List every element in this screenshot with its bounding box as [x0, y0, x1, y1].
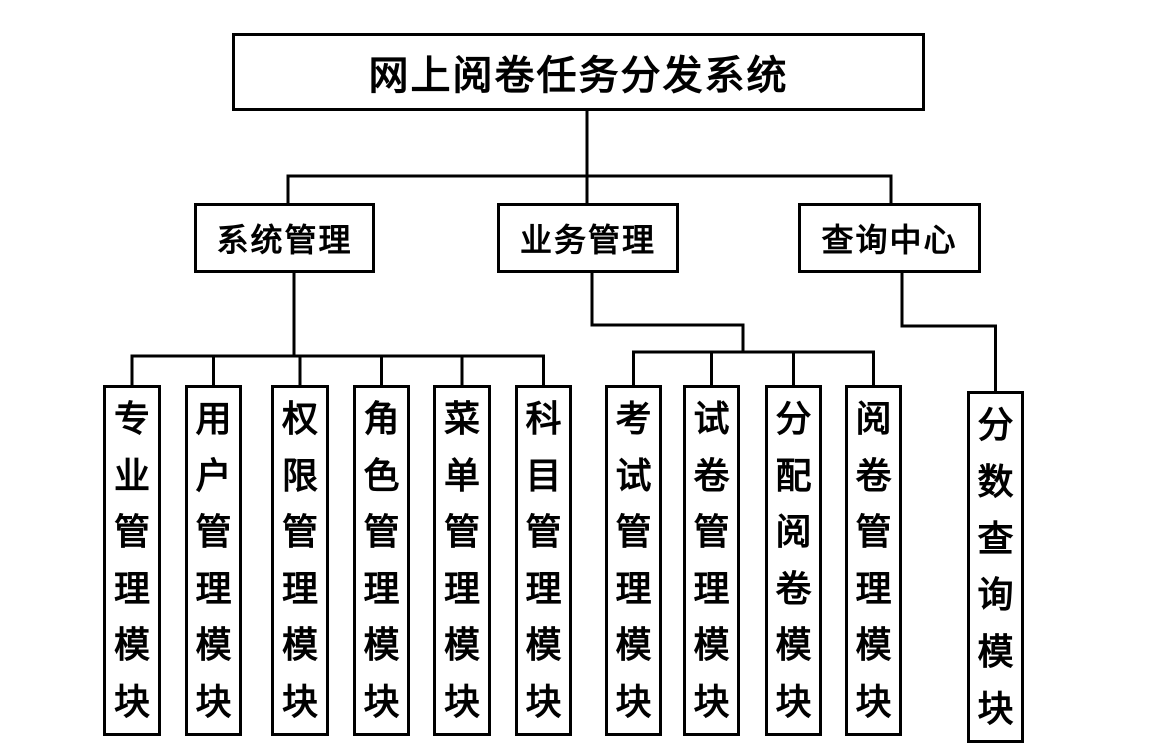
node-subject-mgmt-module: 科目管理模块 [515, 385, 572, 736]
node-marking-mgmt-module: 阅卷管理模块 [845, 385, 902, 736]
node-score-query-module: 分数查询模块 [967, 391, 1024, 743]
node-business-management-label: 业务管理 [519, 222, 656, 258]
edge-system-rail [130, 354, 545, 385]
node-menu-mgmt-module: 菜单管理模块 [433, 385, 491, 736]
edge-query-down [900, 273, 997, 391]
node-system-management: 系统管理 [194, 203, 375, 273]
node-business-management: 业务管理 [497, 203, 679, 273]
node-role-mgmt-module: 角色管理模块 [353, 385, 410, 736]
node-permission-mgmt-module: 权限管理模块 [271, 385, 329, 736]
node-user-mgmt-module: 用户管理模块 [185, 385, 242, 736]
node-exam-mgmt-module: 考试管理模块 [605, 385, 662, 736]
node-root: 网上阅卷任务分发系统 [232, 33, 925, 111]
edge-level1-rail [286, 174, 893, 203]
node-major-mgmt-module: 专业管理模块 [103, 385, 161, 736]
node-assign-marking-module: 分配阅卷模块 [765, 385, 822, 736]
node-paper-mgmt-module: 试卷管理模块 [683, 385, 740, 736]
edge-business-down [590, 273, 745, 352]
edge-business-rail [632, 350, 875, 385]
node-root-label: 网上阅卷任务分发系统 [368, 53, 789, 98]
node-query-center: 查询中心 [798, 203, 981, 273]
node-query-center-label: 查询中心 [821, 222, 958, 258]
node-system-management-label: 系统管理 [216, 222, 353, 258]
